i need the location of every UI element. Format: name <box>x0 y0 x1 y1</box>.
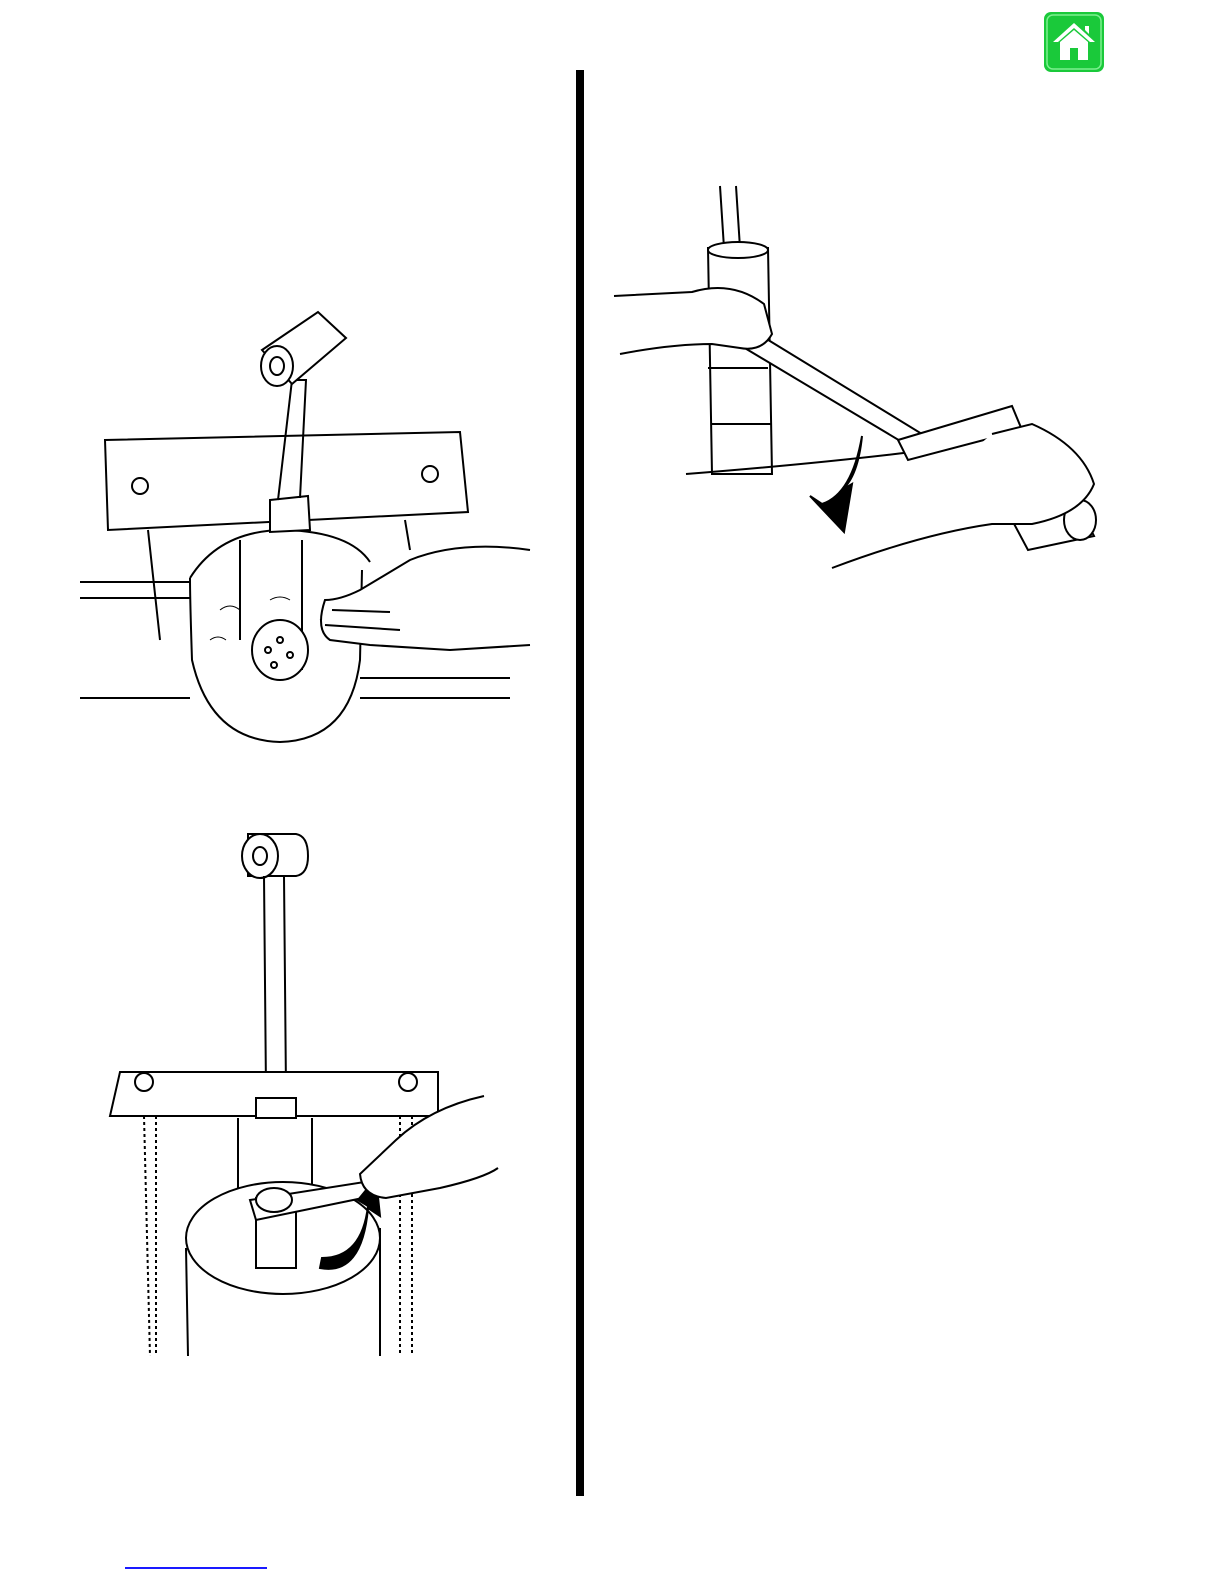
figure-top-right <box>612 184 1102 574</box>
home-icon <box>1044 12 1104 72</box>
footer-link[interactable] <box>125 1556 267 1558</box>
figure-top-left <box>70 300 540 750</box>
figure-bottom-left <box>100 828 500 1358</box>
ratchet-wrench-puller-icon <box>100 828 500 1358</box>
home-button[interactable] <box>1044 12 1104 72</box>
hydraulic-ram-handle-icon <box>612 184 1102 574</box>
column-divider <box>576 70 584 1496</box>
sleeve-puller-plate-icon <box>70 300 540 750</box>
